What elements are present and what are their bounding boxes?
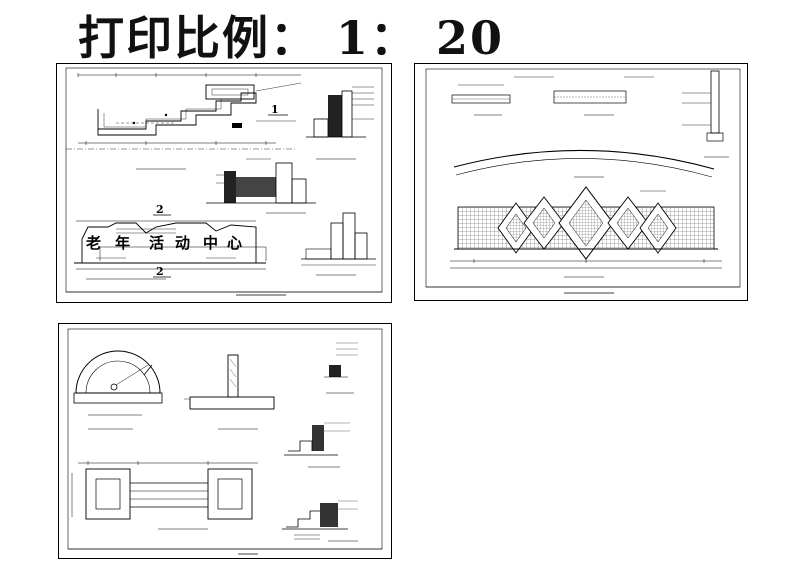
- drawing-sheet-3: [58, 323, 392, 559]
- gate-elevation: [74, 220, 267, 280]
- paving-detail-2: [514, 76, 654, 116]
- section-marker-bottom: 2: [156, 265, 164, 278]
- double-planter-plan: [71, 461, 258, 530]
- wall-section-detail: [682, 70, 729, 158]
- section-2-2-detail: [206, 158, 316, 214]
- step-section-detail-2: [282, 500, 358, 542]
- drawing-sheet-2-canvas: [414, 63, 748, 301]
- drawing-sheet-1: 1 2 老 年: [56, 63, 392, 303]
- gate-sign-char-2: 年: [115, 234, 130, 252]
- drawing-sheet-2: [414, 63, 748, 301]
- post-footing-detail: [324, 342, 358, 394]
- gate-sign-char-4: 动: [175, 234, 190, 252]
- arc-wall-plan: [453, 149, 715, 170]
- sheet-1-border: [56, 63, 392, 303]
- gate-sign-char-5: 中: [203, 234, 218, 252]
- print-scale-title: 打印比例： 1： 20: [78, 11, 505, 65]
- drawing-sheet-1-canvas: 1 2 老 年: [56, 63, 392, 303]
- section-marker-mid: 2: [156, 203, 164, 216]
- section-1-1-detail: [306, 86, 374, 160]
- gate-plan-view: [66, 73, 302, 150]
- gate-sign-char-1: 老: [85, 234, 101, 252]
- paving-detail-1: [451, 84, 511, 116]
- step-section-detail-1: [284, 422, 350, 468]
- column-elevation: [184, 354, 275, 430]
- gate-sign-char-3: 活: [149, 234, 164, 252]
- lattice-wall-elevation: [450, 186, 722, 278]
- gate-sign-char-6: 心: [227, 234, 242, 252]
- stepped-wall-elevation: [301, 212, 376, 276]
- semicircle-planter-plan: [73, 350, 163, 430]
- drawing-sheet-3-canvas: [58, 323, 392, 559]
- section-marker-top: 1: [271, 103, 279, 116]
